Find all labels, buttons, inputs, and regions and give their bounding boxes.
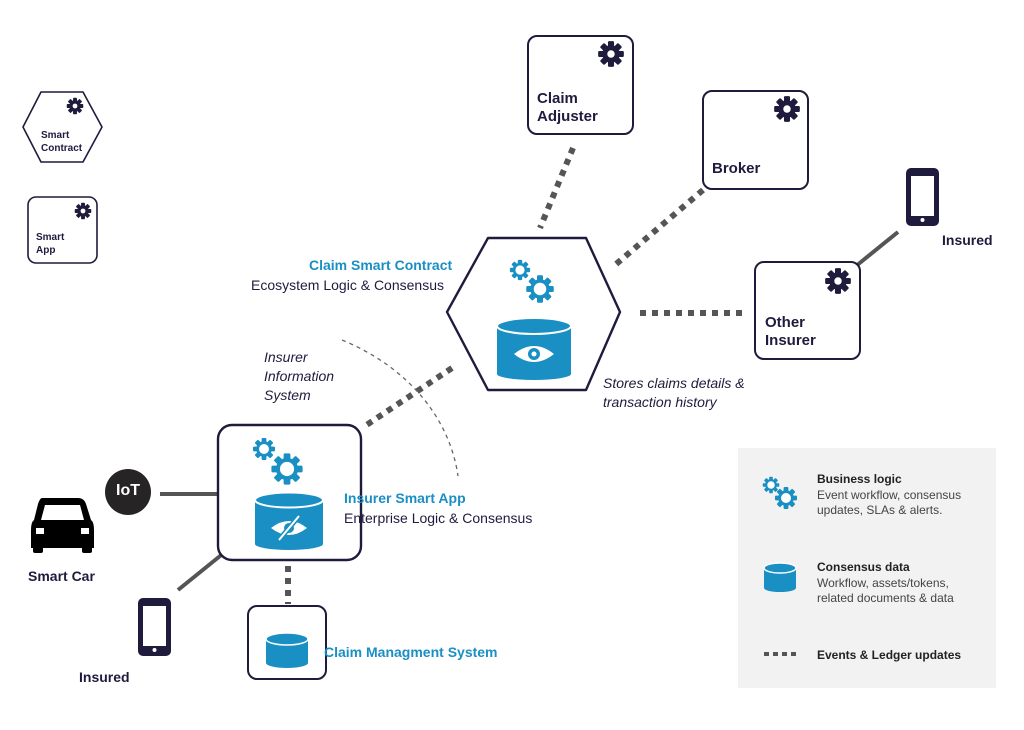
broker-label: Broker bbox=[712, 160, 761, 177]
insurer-information-system-label: Insurer Information System bbox=[264, 349, 335, 403]
claim-management-box bbox=[247, 605, 327, 680]
key-smart-contract-icon bbox=[22, 91, 103, 163]
key-smart-contract-label: Smart Contract bbox=[41, 130, 83, 154]
insured-bottom-label: Insured bbox=[79, 669, 130, 685]
legend-consensus-data-title: Consensus data bbox=[817, 560, 910, 574]
legend-events-title: Events & Ledger updates bbox=[817, 648, 962, 662]
information-system-boundary bbox=[341, 339, 459, 477]
insurer-app-subtitle: Enterprise Logic & Consensus bbox=[344, 510, 533, 526]
claim-adjuster-box bbox=[527, 35, 634, 135]
key-smart-app-label: Smart App bbox=[36, 232, 65, 256]
phone-icon bbox=[138, 598, 171, 656]
car-icon bbox=[31, 498, 94, 553]
consensus-data-eye-icon bbox=[496, 317, 572, 380]
claim-smart-contract-hexagon bbox=[445, 236, 622, 392]
iot-label: IoT bbox=[116, 482, 140, 499]
legend-database-icon bbox=[763, 562, 797, 592]
phone-icon bbox=[906, 168, 939, 226]
insurer-app-title: Insurer Smart App bbox=[344, 490, 466, 506]
insurer-smart-app-box bbox=[216, 423, 363, 562]
claim-contract-title: Claim Smart Contract bbox=[309, 257, 453, 273]
claim-contract-subtitle: Ecosystem Logic & Consensus bbox=[251, 277, 444, 293]
claim-contract-note: Stores claims details & transaction hist… bbox=[603, 375, 745, 410]
legend-business-logic-desc: Event workflow, consensus updates, SLAs … bbox=[817, 488, 962, 517]
broker-box bbox=[702, 90, 809, 190]
database-icon bbox=[265, 632, 309, 668]
connector-insured-bottom bbox=[176, 550, 227, 592]
legend-icons bbox=[762, 476, 800, 656]
legend-panel: Business logic Event workflow, consensus… bbox=[738, 448, 996, 688]
smart-car-label: Smart Car bbox=[28, 568, 95, 584]
legend-business-logic-title: Business logic bbox=[817, 472, 902, 486]
claim-adjuster-label: Claim Adjuster bbox=[537, 90, 598, 125]
iot-icon bbox=[105, 469, 151, 515]
legend-gears-icon bbox=[762, 476, 780, 494]
private-data-icon bbox=[254, 491, 324, 550]
connector-insured-top bbox=[854, 230, 900, 268]
insured-top-label: Insured bbox=[942, 232, 993, 248]
legend-consensus-data-desc: Workflow, assets/tokens, related documen… bbox=[817, 576, 954, 605]
connector-broker bbox=[613, 187, 705, 268]
connector-claim-adjuster bbox=[537, 146, 576, 230]
key-smart-app-icon bbox=[27, 196, 98, 264]
other-insurer-box bbox=[754, 261, 861, 360]
other-insurer-label: Other Insurer bbox=[765, 314, 816, 349]
claim-management-label: Claim Managment System bbox=[324, 644, 498, 660]
connector-insurer-app bbox=[363, 365, 454, 429]
